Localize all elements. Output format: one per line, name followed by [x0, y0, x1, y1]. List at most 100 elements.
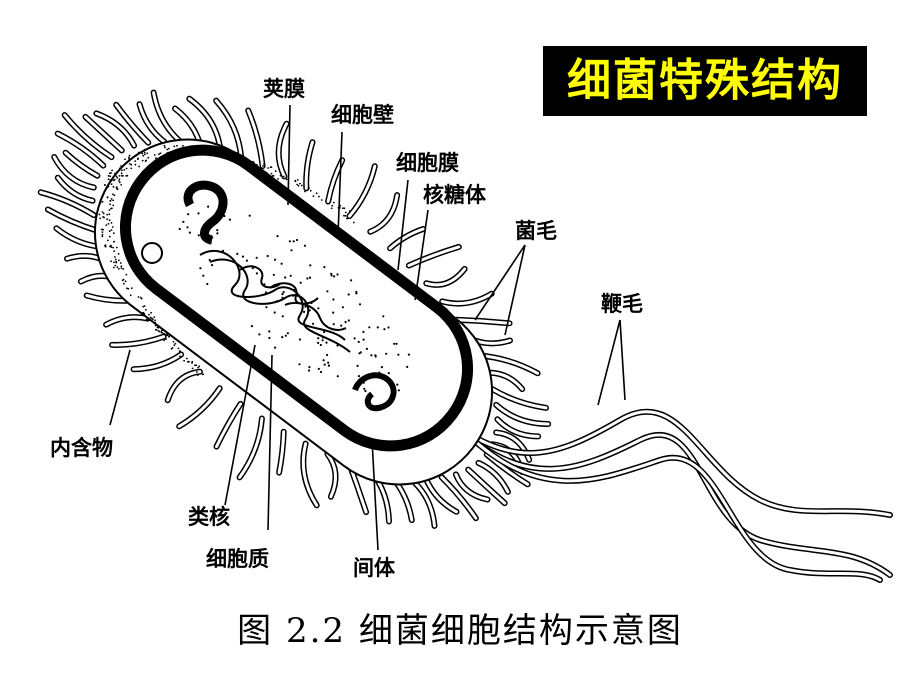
stipple-dot — [141, 312, 144, 314]
stipple-dot — [110, 172, 112, 174]
pilus-core — [301, 442, 319, 507]
pilus-core — [495, 417, 540, 438]
pilus-core — [494, 403, 550, 426]
stipple-dot — [118, 180, 120, 182]
ribosome-dot — [326, 290, 329, 293]
ribosome-dot — [382, 315, 385, 318]
stipple-dot — [346, 217, 348, 220]
pilus-core — [39, 190, 96, 217]
stipple-dot — [114, 258, 117, 261]
ribosome-dot — [284, 334, 287, 337]
stipple-dot — [137, 158, 139, 161]
stipple-dot — [128, 157, 130, 160]
stipple-dot — [154, 324, 157, 327]
stipple-dot — [116, 266, 119, 269]
ribosome-dot — [317, 341, 320, 344]
pilus-core — [214, 99, 243, 160]
stipple-dot — [119, 262, 122, 264]
ribosome-dot — [255, 256, 258, 259]
stipple-dot — [108, 230, 111, 233]
ribosome-dot — [319, 370, 323, 374]
stipple-dot — [135, 154, 137, 157]
ribosome-dot — [322, 359, 325, 362]
stipple-dot — [109, 245, 111, 248]
pilus-core — [64, 151, 99, 178]
stipple-dot — [106, 196, 109, 199]
stipple-dot — [112, 193, 114, 196]
stipple-dot — [146, 152, 149, 155]
ribosome-dot — [288, 240, 291, 243]
label-pili: 菌毛 — [515, 219, 557, 243]
stipple-dot — [112, 246, 114, 249]
pilus-core — [454, 472, 489, 501]
stipple-dot — [320, 199, 323, 201]
ribosome-dot — [268, 330, 271, 333]
ribosome-dot — [323, 363, 326, 366]
stipple-dot — [279, 174, 282, 177]
stipple-dot — [304, 190, 306, 193]
stipple-dot — [344, 214, 347, 217]
stipple-dot — [112, 232, 115, 235]
stipple-dot — [101, 200, 104, 203]
ribosome-dot — [323, 330, 326, 334]
stipple-dot — [122, 268, 125, 270]
stipple-dot — [107, 178, 110, 181]
stipple-dot — [187, 360, 190, 363]
ribosome-dot — [368, 326, 371, 329]
stipple-dot — [125, 273, 128, 276]
stipple-dot — [160, 331, 163, 334]
pilus-core — [238, 417, 264, 479]
stipple-dot — [195, 364, 198, 367]
stipple-dot — [285, 178, 288, 181]
ribosome-dot — [374, 355, 377, 358]
stipple-dot — [353, 221, 355, 224]
stipple-dot — [153, 316, 156, 318]
stipple-dot — [120, 184, 123, 186]
ribosome-dot — [307, 369, 311, 372]
pilus-core — [407, 245, 461, 267]
stipple-dot — [115, 175, 118, 178]
stipple-dot — [117, 252, 120, 255]
stipple-dot — [166, 148, 169, 151]
pilus-core — [63, 113, 113, 159]
ribosome-dot — [298, 338, 301, 341]
stipple-dot — [119, 181, 121, 184]
label-capsule: 荚膜 — [263, 77, 305, 101]
stipple-dot — [156, 326, 159, 329]
stipple-dot — [146, 319, 149, 321]
ribosome-dot — [186, 226, 189, 229]
stipple-dot — [101, 195, 103, 198]
stipple-dot — [145, 308, 147, 311]
ribosome-dot — [303, 244, 307, 247]
stipple-dot — [309, 189, 312, 192]
stipple-dot — [138, 165, 141, 168]
stipple-dot — [147, 156, 150, 159]
stipple-dot — [104, 244, 106, 247]
ribosome-dot — [341, 306, 344, 309]
ribosome-dot — [357, 340, 360, 343]
ribosome-dot — [197, 234, 200, 237]
stipple-dot — [103, 184, 106, 186]
stipple-dot — [119, 167, 121, 170]
stipple-dot — [262, 165, 264, 167]
stipple-dot — [163, 339, 165, 342]
ribosome-dot — [362, 330, 365, 333]
stipple-dot — [165, 338, 167, 341]
flagella — [452, 408, 893, 583]
stipple-dot — [141, 159, 144, 162]
stipple-dot — [155, 157, 157, 160]
ribosome-dot — [207, 205, 210, 208]
ribosome-dot — [274, 346, 277, 349]
ribosome-dot — [236, 252, 239, 255]
stipple-dot — [109, 175, 112, 178]
ribosome-dot — [304, 305, 307, 308]
pilus-core — [46, 208, 99, 233]
ribosome-dot — [336, 375, 339, 378]
ribosome-dot — [197, 212, 200, 215]
ribosome-dot — [332, 298, 335, 301]
stipple-dot — [113, 266, 115, 269]
stipple-dot — [176, 144, 178, 147]
stipple-dot — [173, 344, 176, 347]
stipple-dot — [110, 198, 113, 200]
stipple-dot — [196, 374, 199, 376]
